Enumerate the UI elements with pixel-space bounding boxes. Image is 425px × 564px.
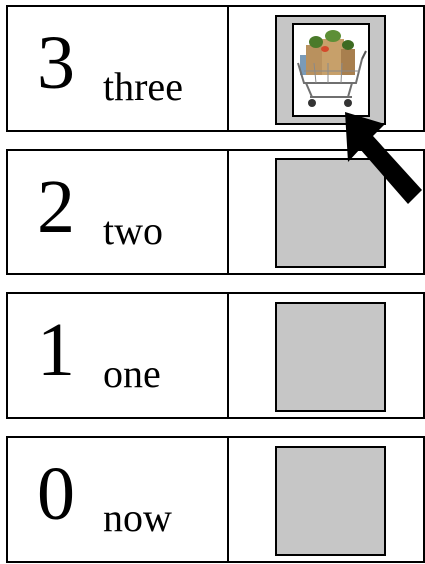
countdown-word: three (103, 67, 183, 107)
countdown-word: one (103, 354, 161, 394)
countdown-row-2: 2 two (6, 149, 425, 275)
countdown-number: 1 (37, 312, 75, 388)
row-label-cell: 3 three (8, 7, 229, 130)
countdown-number: 2 (37, 169, 75, 245)
image-slot[interactable] (275, 446, 386, 556)
row-label-cell: 0 now (8, 438, 229, 561)
countdown-row-3: 3 three (6, 5, 425, 132)
shopping-cart-icon (294, 25, 368, 115)
countdown-row-1: 1 one (6, 292, 425, 419)
countdown-word: now (103, 498, 172, 538)
shopping-cart-image (292, 23, 370, 117)
image-slot[interactable] (275, 15, 386, 125)
countdown-number: 3 (37, 25, 75, 101)
image-slot[interactable] (275, 158, 386, 268)
row-label-cell: 2 two (8, 151, 229, 273)
image-slot[interactable] (275, 302, 386, 412)
countdown-number: 0 (37, 456, 75, 532)
row-label-cell: 1 one (8, 294, 229, 417)
countdown-word: two (103, 211, 163, 251)
countdown-row-0: 0 now (6, 436, 425, 563)
